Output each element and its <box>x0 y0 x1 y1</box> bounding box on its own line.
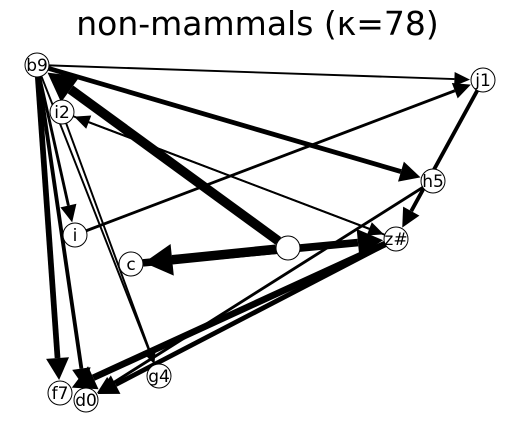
edge-line <box>88 121 386 236</box>
node-circle <box>146 363 172 389</box>
node-label: c <box>126 255 135 275</box>
node-label: i <box>73 226 78 246</box>
edge-j1-to-z <box>402 89 479 228</box>
node-label: f7 <box>52 384 69 404</box>
node-label: d0 <box>75 391 97 411</box>
edge-line <box>47 66 402 174</box>
node-g4: g4 <box>146 363 172 389</box>
node-d0: d0 <box>73 387 99 413</box>
node-h5: h5 <box>420 168 446 194</box>
edge-arrowhead <box>356 228 384 257</box>
node-circle <box>62 222 88 248</box>
node-f7: f7 <box>47 380 73 406</box>
node-circle <box>383 226 409 252</box>
edge-arrowhead <box>71 366 99 390</box>
node-c: c <box>118 251 144 277</box>
node-circle <box>420 168 446 194</box>
node-a <box>275 235 301 261</box>
node-label: b9 <box>26 56 48 76</box>
edge-line <box>34 76 61 359</box>
node-i: i <box>62 222 88 248</box>
edge-line <box>91 240 387 381</box>
node-layer: b9 i2 j1 h5 i c z# g4 f7 d0 <box>24 52 496 413</box>
edge-c-to-z <box>142 228 384 267</box>
node-circle <box>49 99 75 125</box>
node-j1: j1 <box>470 67 496 93</box>
node-label: z# <box>384 230 407 250</box>
edge-z-to-f7 <box>71 240 387 390</box>
edge-a-to-b9 <box>47 72 282 245</box>
edge-arrowhead <box>60 203 77 223</box>
edge-arrowhead <box>46 357 70 381</box>
edge-arrowhead <box>454 71 471 87</box>
edge-line <box>110 186 424 386</box>
node-circle <box>275 235 301 261</box>
node-i2: i2 <box>49 99 75 125</box>
edge-z-to-d0 <box>97 242 387 395</box>
edge-b9-to-h5 <box>47 66 421 182</box>
node-circle <box>470 67 496 93</box>
node-label: j1 <box>474 71 491 91</box>
edge-line <box>65 122 151 350</box>
node-circle <box>73 387 99 413</box>
node-circle <box>118 251 144 277</box>
node-label: h5 <box>422 172 444 192</box>
edge-b9-to-j1 <box>48 64 471 87</box>
edge-arrowhead <box>398 161 421 182</box>
edge-line <box>67 85 282 245</box>
edge-line <box>36 76 84 369</box>
edge-line <box>85 89 456 233</box>
edge-i-to-j1 <box>85 83 471 233</box>
node-circle <box>47 380 73 406</box>
edge-line <box>38 76 70 206</box>
edge-b9-to-f7 <box>34 76 70 381</box>
node-label: i2 <box>54 103 70 123</box>
edge-arrowhead <box>97 375 121 395</box>
edge-line <box>48 64 455 81</box>
graph-title: non-mammals (κ=78) <box>76 4 439 43</box>
node-circle <box>24 52 50 78</box>
edge-line <box>114 242 387 387</box>
edge-h5-to-d0 <box>96 186 424 394</box>
edge-arrowhead <box>451 83 471 99</box>
edge-z-to-i2 <box>74 115 386 236</box>
node-label: g4 <box>148 367 170 387</box>
edge-arrowhead <box>74 115 92 129</box>
edge-b9-to-i <box>38 76 77 223</box>
edge-arrowhead <box>47 72 80 103</box>
edge-line <box>409 89 479 213</box>
edge-line <box>142 238 359 267</box>
node-b9: b9 <box>24 52 50 78</box>
edge-arrowhead <box>402 206 420 228</box>
edge-layer <box>34 64 479 395</box>
node-z: z# <box>383 226 409 252</box>
